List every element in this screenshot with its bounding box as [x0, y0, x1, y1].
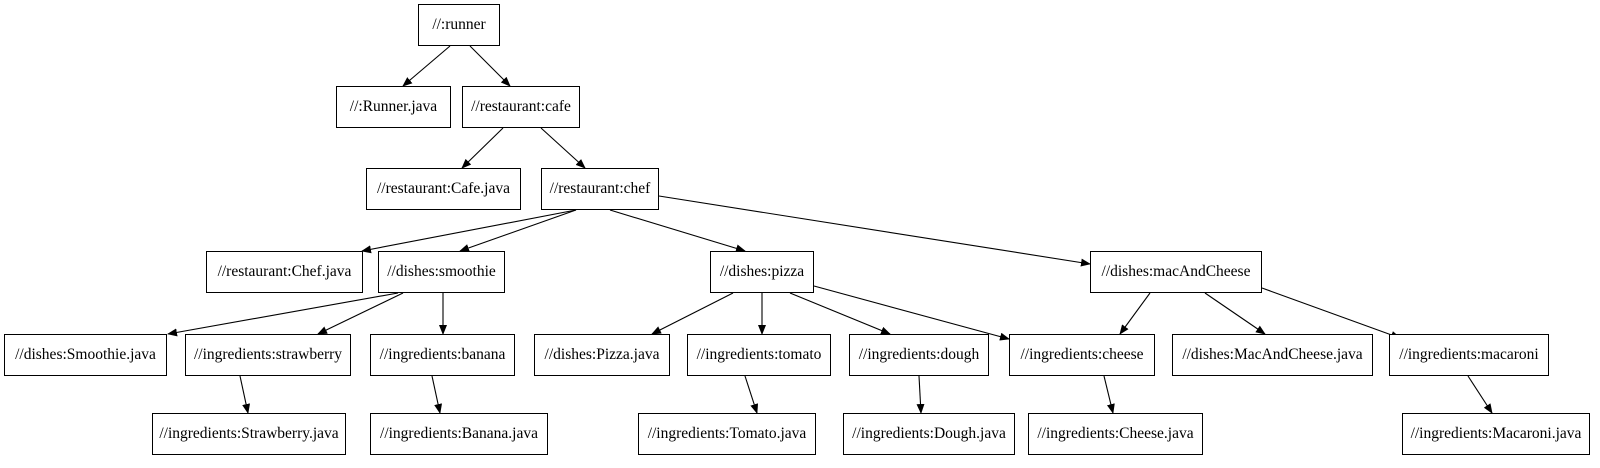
graph-node-ing_tomato[interactable]: //ingredients:tomato [687, 334, 831, 376]
graph-node-restaurant_cafe[interactable]: //restaurant:cafe [462, 86, 580, 128]
graph-node-label: //ingredients:cheese [1020, 346, 1144, 364]
graph-node-chef_java[interactable]: //restaurant:Chef.java [206, 251, 363, 293]
graph-node-label: //restaurant:cafe [471, 98, 571, 116]
graph-edge-restaurant_cafe-to-cafe_java [461, 127, 504, 169]
graph-node-macncheese_java[interactable]: //dishes:MacAndCheese.java [1172, 334, 1373, 376]
graph-edge-dishes_smoothie-to-ing_strawberry [317, 292, 404, 335]
graph-node-label: //ingredients:macaroni [1399, 346, 1539, 364]
graph-node-ing_dough[interactable]: //ingredients:dough [849, 334, 989, 376]
graph-edge-ing_tomato-to-tomato_java [744, 375, 759, 414]
graph-edge-dishes_macncheese-to-ing_cheese [1119, 292, 1151, 335]
graph-node-label: //dishes:Smoothie.java [15, 346, 156, 364]
graph-node-label: //ingredients:Cheese.java [1037, 425, 1194, 443]
graph-node-label: //ingredients:Macaroni.java [1410, 425, 1582, 443]
graph-node-label: //dishes:MacAndCheese.java [1182, 346, 1363, 364]
graph-node-label: //ingredients:tomato [696, 346, 822, 364]
graph-edge-dishes_pizza-to-ing_cheese [813, 285, 1010, 341]
graph-node-smoothie_java[interactable]: //dishes:Smoothie.java [4, 334, 167, 376]
graph-node-label: //ingredients:dough [858, 346, 980, 364]
graph-node-ing_strawberry[interactable]: //ingredients:strawberry [185, 334, 351, 376]
graph-edge-dishes_pizza-to-pizza_java [651, 292, 734, 335]
graph-edge-ing_cheese-to-cheese_java [1103, 375, 1115, 414]
graph-node-ing_banana[interactable]: //ingredients:banana [370, 334, 515, 376]
graph-node-label: //dishes:macAndCheese [1101, 263, 1251, 281]
graph-node-cafe_java[interactable]: //restaurant:Cafe.java [366, 168, 521, 210]
graph-node-ing_macaroni[interactable]: //ingredients:macaroni [1389, 334, 1549, 376]
graph-node-ing_cheese[interactable]: //ingredients:cheese [1009, 334, 1155, 376]
graph-node-label: //ingredients:Banana.java [380, 425, 538, 443]
graph-node-label: //restaurant:Cafe.java [377, 180, 510, 198]
graph-node-strawberry_java[interactable]: //ingredients:Strawberry.java [152, 413, 346, 455]
graph-node-label: //ingredients:banana [379, 346, 506, 364]
graph-edge-ing_dough-to-dough_java [916, 375, 925, 414]
graph-edge-restaurant_cafe-to-restaurant_chef [540, 127, 586, 169]
graph-node-label: //dishes:Pizza.java [544, 346, 660, 364]
graph-edge-runner-to-restaurant_cafe [469, 45, 511, 87]
graph-edge-dishes_pizza-to-ing_dough [789, 292, 891, 335]
graph-node-dishes_smoothie[interactable]: //dishes:smoothie [378, 251, 505, 293]
graph-edge-restaurant_chef-to-dishes_pizza [609, 209, 746, 253]
graph-node-cheese_java[interactable]: //ingredients:Cheese.java [1028, 413, 1203, 455]
graph-edge-ing_banana-to-banana_java [431, 375, 443, 414]
graph-edge-runner-to-runner_java [402, 45, 451, 87]
graph-edge-ing_strawberry-to-strawberry_java [239, 375, 251, 414]
graph-node-label: //restaurant:chef [549, 180, 651, 198]
graph-edge-dishes_macncheese-to-macncheese_java [1204, 292, 1266, 335]
graph-node-dishes_macncheese[interactable]: //dishes:macAndCheese [1090, 251, 1262, 293]
graph-node-label: //ingredients:strawberry [193, 346, 343, 364]
graph-edge-dishes_smoothie-to-smoothie_java [167, 292, 399, 337]
graph-edge-restaurant_chef-to-dishes_smoothie [459, 209, 577, 252]
graph-node-label: //ingredients:Tomato.java [647, 425, 807, 443]
graph-node-label: //dishes:pizza [719, 263, 805, 281]
graph-node-label: //restaurant:Chef.java [217, 263, 352, 281]
graph-node-restaurant_chef[interactable]: //restaurant:chef [541, 168, 659, 210]
graph-node-pizza_java[interactable]: //dishes:Pizza.java [534, 334, 670, 376]
graph-node-runner_java[interactable]: //:Runner.java [336, 86, 451, 128]
graph-node-runner[interactable]: //:runner [418, 4, 500, 46]
graph-node-tomato_java[interactable]: //ingredients:Tomato.java [638, 413, 816, 455]
graph-node-macaroni_java[interactable]: //ingredients:Macaroni.java [1402, 413, 1590, 455]
graph-node-dough_java[interactable]: //ingredients:Dough.java [843, 413, 1015, 455]
graph-edge-dishes_macncheese-to-ing_macaroni [1261, 287, 1401, 339]
graph-node-label: //ingredients:Dough.java [852, 425, 1006, 443]
graph-node-label: //:runner [432, 16, 486, 34]
graph-node-dishes_pizza[interactable]: //dishes:pizza [710, 251, 814, 293]
graph-node-label: //ingredients:Strawberry.java [159, 425, 339, 443]
graph-node-label: //:Runner.java [349, 98, 438, 116]
graph-edge-restaurant_chef-to-chef_java [361, 209, 577, 254]
graph-node-label: //dishes:smoothie [387, 263, 496, 281]
graph-node-banana_java[interactable]: //ingredients:Banana.java [370, 413, 548, 455]
graph-edge-ing_macaroni-to-macaroni_java [1467, 375, 1493, 414]
